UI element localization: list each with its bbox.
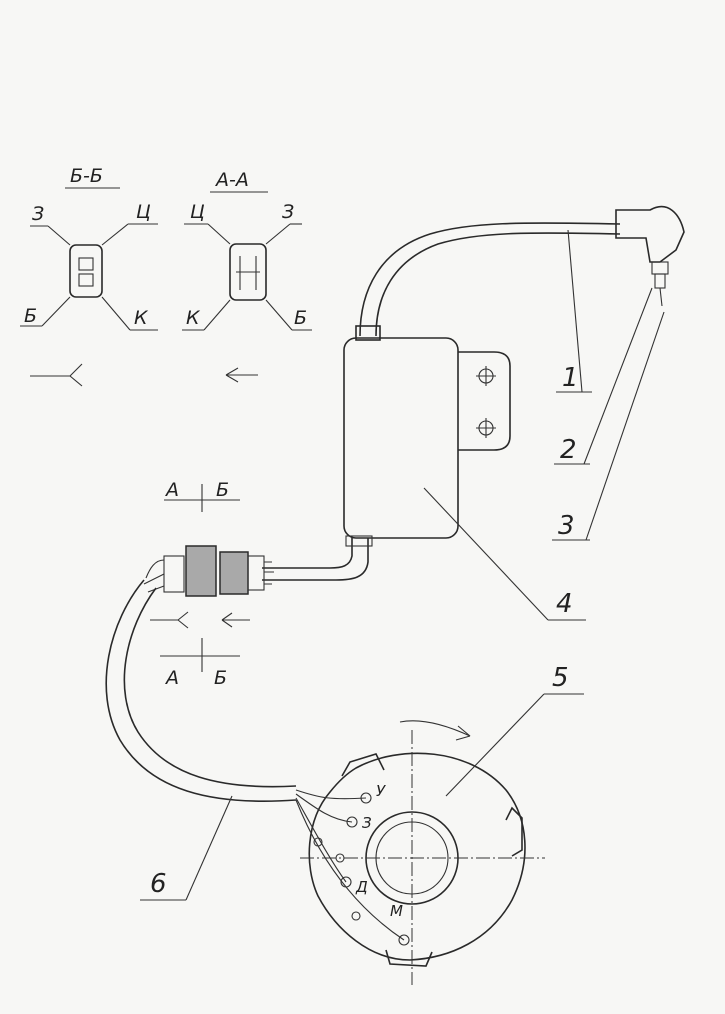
section-aa-label-br: Б (294, 307, 307, 329)
section-aa-title: А-А (214, 169, 249, 191)
connector-wire-stubs-right (264, 561, 274, 585)
cut-mark-bottom-b: Б (214, 667, 227, 689)
ignition-module (343, 337, 511, 539)
section-bb-label-tl: З (32, 203, 44, 225)
stator-lug-top (341, 753, 385, 777)
connector-shell-left (163, 555, 185, 593)
spark-plug-nut (651, 261, 669, 275)
section-aa-leader-tr (265, 223, 291, 245)
callout-4-number: 4 (556, 589, 573, 619)
lead-clip-1-icon (313, 837, 323, 847)
terminal-z-icon (346, 816, 358, 828)
section-bb-pin-top (78, 257, 94, 271)
stator-lug-right (505, 806, 523, 857)
section-bb-leader-tr (101, 223, 129, 246)
callout-6-number: 6 (150, 869, 167, 899)
section-bb-leader-tl (47, 225, 71, 246)
section-aa-arrow-head (225, 367, 239, 383)
rotation-arrow-shaft (399, 720, 471, 737)
stator-harness (105, 579, 297, 802)
section-bb-label-bl: Б (24, 305, 37, 327)
section-bb-leader-br (101, 296, 131, 331)
connector-half-a (185, 545, 217, 597)
ignition-module-body (343, 337, 459, 539)
spark-plug-body (654, 273, 666, 289)
module-lead-sleeve (345, 535, 373, 547)
section-bb-pin-bottom (78, 273, 94, 287)
harness-connector: А Б А Б (143, 479, 274, 689)
connector-arrow-left-fork (177, 611, 189, 629)
stator-plate: У З Д М (295, 720, 545, 985)
stator-lug-bottom (385, 949, 433, 967)
hv-wire (355, 205, 685, 341)
hv-wire-upper (359, 222, 621, 337)
section-aa-leader-bl (203, 299, 231, 331)
stator-harness-inner (123, 587, 297, 788)
module-lead (262, 535, 373, 581)
terminal-u-label: У (376, 782, 386, 800)
callout-1-leader (567, 229, 583, 393)
lead-u (295, 789, 367, 800)
module-lead-upper (262, 538, 353, 569)
hv-wire-lower (375, 232, 621, 337)
part-callouts: 1 2 3 4 5 6 (140, 229, 665, 901)
spark-plug-cap (615, 205, 685, 263)
spark-plug-tip (659, 287, 663, 307)
section-aa: А-А Ц З К Б (182, 169, 312, 383)
section-aa-label-tl: Ц (190, 201, 205, 223)
section-bb: Б-Б З Ц Б К (20, 165, 158, 387)
section-bb-connector-body (69, 244, 103, 298)
callout-6-leader (185, 795, 233, 901)
callout-4-leader (423, 487, 549, 621)
module-lead-lower (262, 538, 369, 581)
cut-mark-top-a: А (164, 479, 179, 501)
section-bb-leader-bl (41, 296, 71, 327)
connector-wire-stubs-left (143, 559, 165, 593)
section-aa-leader-br (265, 299, 293, 331)
section-aa-label-bl: К (186, 307, 201, 329)
cut-mark-bottom-a: А (164, 667, 179, 689)
section-aa-label-tr: З (282, 201, 294, 223)
callout-5-number: 5 (552, 663, 569, 693)
terminal-d-icon (340, 876, 352, 888)
section-bb-arrow-fork (69, 363, 83, 387)
ignition-module-bracket (458, 351, 511, 451)
callout-3-leader (585, 311, 665, 541)
terminal-u-icon (360, 792, 372, 804)
lead-clip-2-icon (335, 853, 345, 863)
callout-2-leader (583, 287, 653, 465)
section-aa-connector-body (229, 243, 267, 301)
rotation-arrow-head (455, 725, 471, 741)
lead-clip-3-icon (351, 911, 361, 921)
connector-shell-right (247, 555, 265, 591)
terminal-z-label: З (362, 814, 372, 832)
terminal-m-label: М (390, 902, 403, 920)
terminal-d-label: Д (355, 878, 368, 896)
terminal-wiring (295, 789, 410, 946)
callout-1-number: 1 (562, 363, 579, 393)
cut-mark-top-b: Б (216, 479, 229, 501)
connector-half-b (219, 551, 249, 595)
stator-plate-body (308, 752, 526, 961)
stator-harness-outer (105, 579, 297, 802)
hv-wire-sleeve (355, 325, 381, 341)
callout-3-number: 3 (558, 511, 575, 541)
connector-arrow-right-head (221, 612, 233, 628)
section-bb-label-br: К (134, 307, 149, 329)
section-bb-label-tr: Ц (136, 201, 151, 223)
terminal-m-icon (398, 934, 410, 946)
section-bb-title: Б-Б (70, 165, 103, 187)
lead-m (295, 799, 405, 941)
section-aa-leader-tl (207, 223, 231, 245)
callout-2-number: 2 (560, 435, 577, 465)
callout-5-leader (445, 693, 545, 797)
